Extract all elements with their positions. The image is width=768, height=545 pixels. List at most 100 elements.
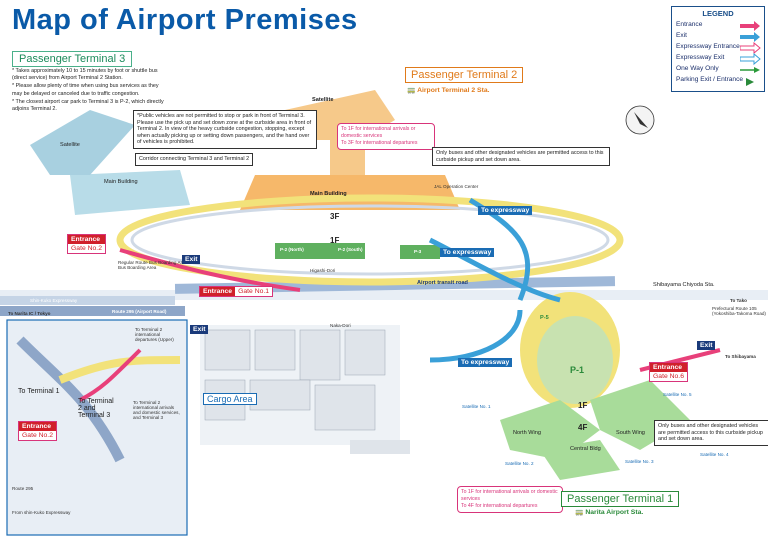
terminal3-label: Passenger Terminal 3 xyxy=(12,51,133,67)
t3-bus-area-label: Regular Route Bus Boarding Area / Bus Bo… xyxy=(118,260,190,270)
inset-road-main xyxy=(16,336,125,463)
terminal1-station: 🚃 Narita Airport Sta. xyxy=(575,508,643,516)
t2-floor-note-2: To 3F for international departures xyxy=(341,140,418,146)
entrance-arrow-icon xyxy=(740,21,760,31)
cargo-bldg xyxy=(314,384,376,431)
to-expressway-label: To expressway xyxy=(478,206,533,215)
p1-parking-shape xyxy=(537,316,613,404)
entrance-label: Entrance xyxy=(650,363,687,372)
p5-label: P-5 xyxy=(540,315,549,321)
legend-parking: Parking Exit / Entrance xyxy=(676,76,744,83)
public-vehicles-note: *Public vehicles are not permitted to st… xyxy=(133,110,317,149)
legend-expressway-exit: Expressway Exit xyxy=(676,54,725,61)
entrance-label: Entrance xyxy=(68,235,105,244)
t1-floor-note-1: To 1F for international arrivals or dome… xyxy=(461,489,558,502)
legend-one-way: One Way Only xyxy=(676,65,719,72)
inset-note-departures: To Terminal 2 international departures (… xyxy=(135,327,174,342)
to-shibayama-label: To Shibayama xyxy=(725,354,756,359)
to-expressway-label: To expressway xyxy=(440,248,495,257)
airport-transit-road-label: Airport transit road xyxy=(417,280,468,286)
cargo-bldg xyxy=(254,329,296,371)
t1-bus-note: Only buses and other designated vehicles… xyxy=(654,420,768,446)
legend-entrance: Entrance xyxy=(676,21,703,28)
bus-stop-area xyxy=(350,440,410,454)
legend-arrow-icons xyxy=(740,21,761,86)
gate-label: Gate No.6 xyxy=(650,372,687,381)
t1-floor-1f: 1F xyxy=(578,401,588,410)
legend-heading: LEGEND xyxy=(702,9,734,18)
inset-pink-route xyxy=(79,348,142,402)
expressway-band xyxy=(0,296,175,305)
cargo-area-label: Cargo Area xyxy=(203,393,257,405)
inset-from-shin-kuko: From shin-Kuko Expressway xyxy=(12,510,71,515)
t2-main-building-label: Main Building xyxy=(310,191,347,197)
satellite-label: Satellite No. 5 xyxy=(663,392,692,397)
t1-floor-note-2: To 4F for international departures xyxy=(461,503,538,509)
higashi-dori-label: Higashi-Dori xyxy=(310,268,336,273)
inset-to-terminal2-3: To Terminal 2 and Terminal 3 xyxy=(78,398,114,419)
p3-parking-shape xyxy=(400,245,440,259)
corridor-note: Corridor connecting Terminal 3 and Termi… xyxy=(135,153,254,166)
exit-arrow-icon xyxy=(740,32,760,42)
t2-satellite-label: Satellite xyxy=(312,97,334,103)
route-295-label: Route 295 (Airport Road) xyxy=(112,309,167,314)
inset-gate-no2-badge: Entrance Gate No.2 xyxy=(18,421,57,441)
p2-parking-shape xyxy=(275,243,365,259)
exit-label: Exit xyxy=(697,341,716,350)
gate-no6-badge: Entrance Gate No.6 xyxy=(649,362,688,382)
gate-no1-badge: Entrance Gate No.1 xyxy=(199,286,274,297)
satellite-label: Satellite No. 4 xyxy=(700,452,729,457)
gate-label: Gate No.1 xyxy=(235,287,273,296)
expressway-ramp-2 xyxy=(428,237,561,303)
t1-central-shape xyxy=(540,440,620,480)
terminal1-label: Passenger Terminal 1 xyxy=(561,491,680,507)
page-title: Map of Airport Premises xyxy=(12,4,358,36)
tako-route-label: Prefectural Route 105 (Yokoshiba-Takoma … xyxy=(712,306,766,316)
compass-icon xyxy=(625,105,655,135)
gate-label: Gate No.2 xyxy=(19,431,56,440)
shibayama-chiyoda-label: Shibayama Chiyoda Sta. xyxy=(653,282,715,288)
train-icon: 🚃 xyxy=(575,509,584,516)
p1-label: P-1 xyxy=(570,365,585,375)
t2-inner-road xyxy=(130,204,610,276)
t3-satellite-label: Satellite xyxy=(60,142,80,148)
airport-transit-strip xyxy=(0,290,768,300)
entrance-label: Entrance xyxy=(200,287,236,296)
to-tako-label: To Tako xyxy=(730,298,747,303)
inset-to-terminal1: To Terminal 1 xyxy=(18,388,60,395)
t1-central-label: Central Bldg xyxy=(570,446,601,452)
cargo-bldg xyxy=(299,329,341,381)
t3-satellite-shape xyxy=(30,110,135,175)
t2-floor-note-1: To 1F for international arrivals or dome… xyxy=(341,126,416,139)
p2-north-label: P-2 (North) xyxy=(280,247,304,252)
t2-floor-note: To 1F for international arrivals or dome… xyxy=(337,123,435,150)
satellite-label: Satellite No. 2 xyxy=(505,461,534,466)
t2-floor-1f: 1F xyxy=(330,236,340,245)
gate-label: Gate No.2 xyxy=(68,244,105,253)
t3-main-building-label: Main Building xyxy=(104,179,138,185)
exit-label: Exit xyxy=(190,325,209,334)
jal-center-label: JAL Operation Center xyxy=(434,184,479,189)
t1-north-wing-label: North Wing xyxy=(513,430,541,436)
t2-bus-note: Only buses and other designated vehicles… xyxy=(432,147,610,167)
shin-kuko-label: Shin-Kuko Expressway xyxy=(30,298,78,303)
to-expressway-label: To expressway xyxy=(458,358,513,367)
pink-approach-route xyxy=(119,248,301,292)
inset-road-yellow xyxy=(58,356,181,384)
satellite-label: Satellite No. 1 xyxy=(462,404,491,409)
p3-label: P-3 xyxy=(414,249,422,254)
legend: LEGEND Entrance Exit Expressway Entrance… xyxy=(671,6,765,92)
route-295-band xyxy=(0,306,185,316)
t3-main-building-shape xyxy=(70,170,190,215)
parking-arrow-icon xyxy=(746,78,754,86)
note-item: * Takes approximately 10 to 15 minutes b… xyxy=(12,68,158,82)
terminal2-station: 🚃 Airport Terminal 2 Sta. xyxy=(407,86,490,94)
expressway-ramp-3 xyxy=(429,309,523,363)
legend-expressway-entrance: Expressway Entrance xyxy=(676,43,740,50)
t2-loop-road xyxy=(116,194,624,286)
p2-south-label: P-2 (South) xyxy=(338,247,363,252)
terminal1-station-label: Narita Airport Sta. xyxy=(585,509,644,516)
cargo-bldg xyxy=(249,379,311,411)
naka-dori-label: Naka-Dori xyxy=(330,323,351,328)
